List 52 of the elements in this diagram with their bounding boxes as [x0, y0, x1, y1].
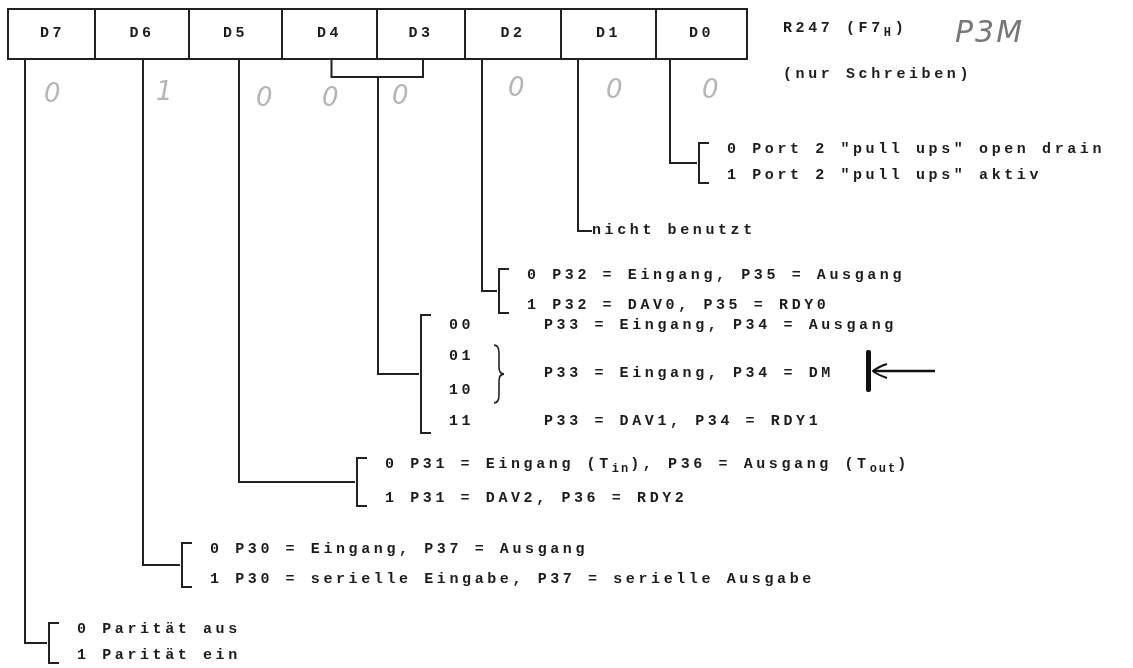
option-text: 1 P30 = serielle Eingabe, P37 = serielle Ausgabe	[210, 570, 815, 590]
connector-line	[238, 59, 356, 483]
option-text: 0 P30 = Eingang, P37 = Ausgang	[210, 540, 590, 560]
bit-label: D5	[222, 24, 249, 44]
handwritten-digit: 0	[256, 82, 273, 112]
option-text: 01	[449, 347, 476, 367]
handwritten-note: P3M	[955, 14, 1025, 49]
register-bit-cell	[655, 8, 748, 60]
bit-label: D0	[688, 24, 715, 44]
handwritten-digit: 0	[702, 74, 719, 104]
handwritten-digit: 0	[606, 74, 623, 104]
bit-label: D6	[129, 24, 155, 44]
register-bit-cell	[464, 8, 562, 60]
access-note: (nur Schreiben)	[783, 66, 973, 83]
option-text: P33 = Eingang, P34 = DM	[544, 364, 835, 384]
option-text: 10	[449, 381, 476, 401]
option-text: P33 = DAV1, P34 = RDY1	[544, 412, 823, 432]
handwritten-digit: 0	[322, 82, 339, 112]
register-bit-cell	[281, 8, 378, 60]
option-text: 1 Port 2 "pull ups" aktiv	[727, 166, 1044, 186]
option-text: 0 P32 = Eingang, P35 = Ausgang	[527, 266, 906, 286]
handwritten-digit: 1	[156, 76, 173, 106]
hand-drawn-bar	[866, 350, 871, 392]
register-bit-cell	[94, 8, 190, 60]
option-text: 00	[449, 316, 476, 336]
option-text: 0 P31 = Eingang (T$_{in}$), P36 = Ausgang (T$_{out}$)	[385, 455, 910, 478]
connector-line	[377, 59, 424, 375]
register-bit-cell	[376, 8, 466, 60]
bit-label: D7	[39, 24, 66, 44]
option-text: 11	[449, 412, 476, 432]
bit-label: D4	[316, 24, 343, 44]
option-text: 1 P31 = DAV2, P36 = RDY2	[385, 489, 689, 509]
connector-line	[669, 59, 698, 164]
option-text: 1 P32 = DAV0, P35 = RDY0	[527, 296, 831, 316]
handwritten-digit: 0	[508, 72, 525, 102]
connector-line	[142, 59, 181, 566]
connector-line	[577, 59, 593, 232]
handwritten-digit: 0	[44, 78, 61, 108]
option-text: 1 Parität ein	[77, 646, 241, 666]
register-bit-cell	[560, 8, 657, 60]
connector-line	[481, 59, 498, 292]
register-bit-cell	[188, 8, 283, 60]
handwritten-digit: 0	[392, 80, 409, 110]
option-text: 0 Port 2 "pull ups" open drain	[727, 140, 1106, 160]
bit-label: D1	[595, 24, 622, 44]
option-text: nicht benutzt	[592, 221, 756, 241]
connector-line	[24, 59, 48, 644]
bit-label: D2	[500, 24, 526, 44]
option-text: P33 = Eingang, P34 = Ausgang	[544, 316, 897, 336]
bit-label: D3	[408, 24, 434, 44]
register-name: R247 (F7$_{H}$)	[783, 20, 908, 40]
option-text: 0 Parität aus	[77, 620, 241, 640]
